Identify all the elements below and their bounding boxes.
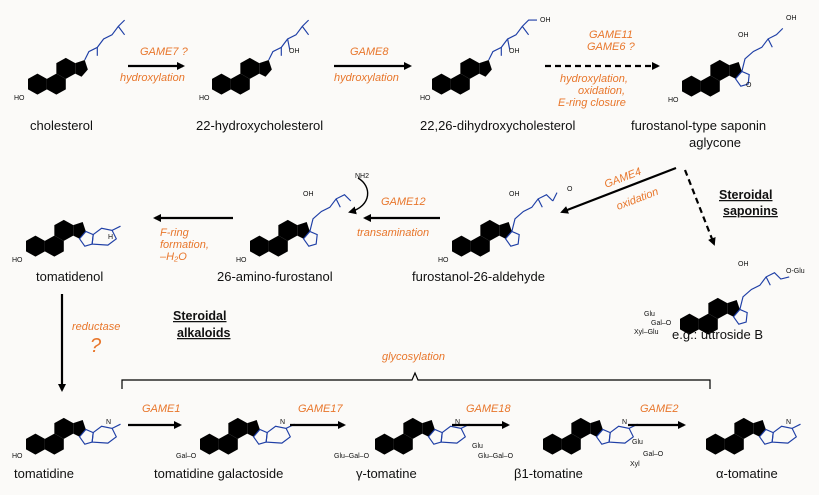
tomatidenol-structure bbox=[26, 213, 121, 257]
reaction-reductase: reductase bbox=[72, 321, 120, 333]
oh-label: OH bbox=[738, 32, 749, 39]
oh-label: OH bbox=[303, 191, 314, 198]
glu-gal-o-label: Gal–O bbox=[643, 451, 664, 458]
nh-label: H bbox=[108, 234, 113, 241]
reaction-transamination: transamination bbox=[357, 227, 429, 239]
ho-label: HO bbox=[438, 257, 449, 264]
glu-gal-o-label: Glu–Gal–O bbox=[334, 453, 370, 460]
reaction-unknown: ? bbox=[90, 335, 102, 357]
beta1-tomatine-structure bbox=[543, 410, 638, 455]
ho-label: HO bbox=[14, 95, 25, 102]
enzyme-game12: GAME12 bbox=[381, 196, 426, 208]
galactoside-label: tomatidine galactoside bbox=[154, 466, 283, 481]
cholesterol-structure bbox=[28, 19, 126, 95]
xyl-glu-label: Xyl–Glu bbox=[634, 329, 659, 336]
galactoside-structure bbox=[200, 410, 295, 455]
reaction-multi-3: E-ring closure bbox=[558, 97, 626, 109]
oh-label: OH bbox=[509, 48, 520, 55]
tomatidine-label: tomatidine bbox=[14, 466, 74, 481]
nh2-label: NH2 bbox=[355, 173, 369, 180]
header-alkaloids-1: Steroidal bbox=[173, 309, 227, 323]
enzyme-game2: GAME2 bbox=[640, 403, 679, 415]
o-label: O bbox=[746, 82, 752, 89]
xyl-label: Xyl bbox=[630, 461, 640, 468]
aldehyde-structure bbox=[452, 192, 558, 257]
hydroxy22-label: 22-hydroxycholesterol bbox=[196, 118, 323, 133]
nh-label: N bbox=[280, 419, 285, 426]
glu-label: Glu bbox=[472, 443, 483, 450]
cholesterol-label: cholesterol bbox=[30, 118, 93, 133]
gal-o-label: Gal–O bbox=[651, 320, 672, 327]
dihydroxy-label: 22,26-dihydroxycholesterol bbox=[420, 118, 575, 133]
ho-label: HO bbox=[12, 453, 23, 460]
header-saponins-1: Steroidal bbox=[719, 188, 773, 202]
glu-label: Glu bbox=[632, 439, 643, 446]
amino-furostanol-structure bbox=[250, 193, 352, 257]
alpha-tomatine-structure bbox=[706, 410, 801, 455]
header-alkaloids-2: alkaloids bbox=[177, 326, 231, 340]
glu-gal-o-label: Glu–Gal–O bbox=[478, 453, 514, 460]
tomatidine-structure bbox=[26, 410, 121, 455]
reaction-fring-3: –H₂O bbox=[159, 251, 187, 263]
arrow-game4 bbox=[560, 166, 677, 214]
enzyme-game1: GAME1 bbox=[142, 403, 181, 415]
ho-label: HO bbox=[199, 95, 210, 102]
nh-label: N bbox=[106, 419, 111, 426]
glu-label: Glu bbox=[644, 311, 655, 318]
oh-label: OH bbox=[509, 191, 520, 198]
enzyme-game4: GAME4 bbox=[603, 166, 643, 191]
nh-label: N bbox=[622, 419, 627, 426]
nh-label: N bbox=[786, 419, 791, 426]
furostanol-aglycone-label-1: furostanol-type saponin bbox=[631, 118, 766, 133]
reaction-multi-2: oxidation, bbox=[578, 85, 625, 97]
ho-label: HO bbox=[236, 257, 247, 264]
enzyme-game11: GAME11 bbox=[589, 29, 633, 41]
header-saponins-2: saponins bbox=[723, 204, 778, 218]
amino-furostanol-label: 26-amino-furostanol bbox=[217, 269, 333, 284]
enzyme-game6: GAME6 ? bbox=[587, 41, 636, 53]
tomatidenol-label: tomatidenol bbox=[36, 269, 103, 284]
furostanol-aglycone-label-2: aglycone bbox=[689, 135, 741, 150]
glycosylation-bracket bbox=[121, 371, 711, 389]
o-label: O bbox=[567, 186, 573, 193]
enzyme-game18: GAME18 bbox=[466, 403, 512, 415]
ho-label: HO bbox=[668, 97, 679, 104]
enzyme-game7: GAME7 ? bbox=[140, 46, 189, 58]
gamma-label: γ-tomatine bbox=[356, 466, 417, 481]
ho-label: HO bbox=[12, 257, 23, 264]
reaction-hydroxylation-1: hydroxylation bbox=[120, 72, 185, 84]
uttroside-label: e.g.: uttroside B bbox=[672, 327, 763, 342]
curved-arrow-cyclization bbox=[348, 177, 369, 215]
oh-label: OH bbox=[289, 48, 300, 55]
oh-label: OH bbox=[738, 261, 749, 268]
gal-o-label: Gal–O bbox=[176, 453, 197, 460]
nh-label: N bbox=[455, 419, 460, 426]
oglu-label: O-Glu bbox=[786, 268, 805, 275]
oh-label: OH bbox=[540, 17, 551, 24]
uttroside-structure bbox=[680, 271, 790, 335]
dihydroxy-structure bbox=[432, 19, 537, 95]
aldehyde-label: furostanol-26-aldehyde bbox=[412, 269, 545, 284]
arrow-to-saponins bbox=[683, 169, 716, 246]
reaction-hydroxylation-2: hydroxylation bbox=[334, 72, 399, 84]
reaction-glycosylation: glycosylation bbox=[382, 351, 445, 363]
oh-label: OH bbox=[786, 15, 797, 22]
hydroxy22-structure bbox=[212, 19, 310, 95]
gamma-tomatine-structure bbox=[375, 410, 470, 455]
alpha-label: α-tomatine bbox=[716, 466, 778, 481]
ho-label: HO bbox=[420, 95, 431, 102]
furostanol-aglycone-structure bbox=[682, 27, 784, 96]
reaction-fring-2: formation, bbox=[160, 239, 209, 251]
enzyme-game17: GAME17 bbox=[298, 403, 344, 415]
beta1-label: β1-tomatine bbox=[514, 466, 583, 481]
reaction-multi-1: hydroxylation, bbox=[560, 73, 628, 85]
reaction-fring-1: F-ring bbox=[160, 227, 190, 239]
enzyme-game8: GAME8 bbox=[350, 46, 389, 58]
